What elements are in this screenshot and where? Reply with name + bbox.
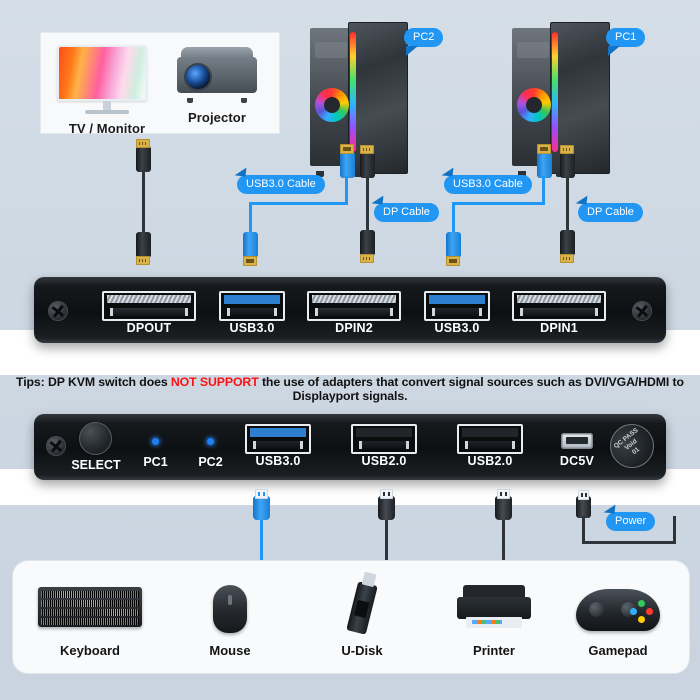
callout-tail bbox=[371, 194, 384, 205]
callout-tail bbox=[575, 194, 588, 205]
port-usb3-a[interactable]: USB3.0 bbox=[219, 291, 285, 335]
mouse-icon bbox=[165, 577, 295, 637]
pc-label-pc1: PC1 bbox=[606, 28, 646, 56]
port-label: USB2.0 bbox=[361, 454, 407, 468]
pc-label-text: PC2 bbox=[413, 31, 435, 43]
peripheral-label: Gamepad bbox=[588, 643, 648, 658]
peripheral-mouse: Mouse bbox=[165, 577, 295, 658]
tips-warning: NOT SUPPORT bbox=[170, 375, 259, 389]
screw-icon bbox=[632, 301, 652, 321]
kvm-switch-top-unit: DPOUT USB3.0 DPIN2 USB3.0 DPIN1 bbox=[34, 277, 666, 343]
display-device-label: TV / Monitor bbox=[68, 121, 146, 136]
pc-label-pc2: PC2 bbox=[404, 28, 444, 56]
pc-tower-pc2 bbox=[310, 22, 408, 177]
display-device-label: Projector bbox=[188, 110, 246, 125]
port-usb2-b[interactable]: USB2.0 bbox=[457, 424, 523, 468]
callout-label: DP Cable bbox=[587, 206, 634, 218]
qc-pass-seal: QC PASS Void 01 bbox=[601, 415, 663, 477]
peripheral-label: Keyboard bbox=[60, 643, 120, 658]
peripheral-label: U-Disk bbox=[341, 643, 383, 658]
projector-icon bbox=[175, 47, 259, 103]
port-label: USB2.0 bbox=[467, 454, 513, 468]
callout-power: Power bbox=[603, 503, 656, 531]
port-usb3-b[interactable]: USB3.0 bbox=[424, 291, 490, 335]
usb-flash-drive-icon bbox=[297, 577, 427, 637]
peripheral-u-disk: U-Disk bbox=[297, 577, 427, 658]
peripheral-printer: Printer bbox=[429, 577, 559, 658]
peripheral-label: Mouse bbox=[209, 643, 251, 658]
callout-tail bbox=[406, 46, 418, 56]
display-device-monitor: TV / Monitor bbox=[57, 45, 157, 136]
keyboard-icon bbox=[25, 577, 155, 637]
monitor-icon bbox=[57, 45, 157, 114]
callout-tail bbox=[234, 166, 247, 177]
callout-usb3-cable-pc2: USB3.0 Cable bbox=[234, 166, 325, 194]
port-dpin1[interactable]: DPIN1 bbox=[512, 291, 606, 335]
port-usb3-bottom[interactable]: USB3.0 bbox=[245, 424, 311, 468]
gamepad-icon bbox=[553, 577, 683, 637]
port-label: USB3.0 bbox=[255, 454, 301, 468]
callout-label: DP Cable bbox=[383, 206, 430, 218]
peripheral-keyboard: Keyboard bbox=[25, 577, 155, 658]
led-label: PC1 bbox=[143, 455, 168, 469]
display-device-projector: Projector bbox=[169, 47, 265, 125]
callout-dp-cable-pc1: DP Cable bbox=[575, 194, 643, 222]
screw-icon bbox=[46, 436, 66, 456]
tips-suffix: the use of adapters that convert signal … bbox=[258, 375, 684, 403]
port-usb2-a[interactable]: USB2.0 bbox=[351, 424, 417, 468]
select-button[interactable] bbox=[79, 422, 112, 455]
port-dpin2[interactable]: DPIN2 bbox=[307, 291, 401, 335]
callout-label: USB3.0 Cable bbox=[453, 178, 523, 190]
port-label: USB3.0 bbox=[434, 321, 480, 335]
peripheral-label: Printer bbox=[473, 643, 515, 658]
callout-tail bbox=[603, 503, 616, 514]
port-label: DPIN1 bbox=[540, 321, 578, 335]
callout-tail bbox=[441, 166, 454, 177]
pc-label-text: PC1 bbox=[615, 31, 637, 43]
screw-icon bbox=[48, 301, 68, 321]
port-label: DPOUT bbox=[126, 321, 172, 335]
kvm-switch-bottom-unit: SELECT PC1 PC2 USB3.0 USB2.0 USB2.0 DC5V… bbox=[34, 414, 666, 480]
port-label: USB3.0 bbox=[229, 321, 275, 335]
tips-prefix: Tips: DP KVM switch does bbox=[16, 375, 171, 389]
callout-label: Power bbox=[615, 515, 647, 527]
tips-note: Tips: DP KVM switch does NOT SUPPORT the… bbox=[8, 375, 692, 403]
select-button-label: SELECT bbox=[71, 458, 121, 472]
printer-icon bbox=[429, 577, 559, 637]
callout-dp-cable-pc2: DP Cable bbox=[371, 194, 439, 222]
display-devices-box: TV / Monitor Projector bbox=[40, 32, 280, 136]
port-label: DPIN2 bbox=[335, 321, 373, 335]
peripheral-gamepad: Gamepad bbox=[553, 577, 683, 658]
led-label: PC2 bbox=[198, 455, 223, 469]
callout-usb3-cable-pc1: USB3.0 Cable bbox=[441, 166, 532, 194]
port-dpout[interactable]: DPOUT bbox=[102, 291, 196, 335]
port-label: DC5V bbox=[559, 454, 595, 468]
peripherals-box: Keyboard Mouse U-Disk Printer bbox=[12, 560, 690, 674]
micro-usb-icon bbox=[561, 433, 593, 449]
callout-tail bbox=[608, 46, 620, 56]
callout-label: USB3.0 Cable bbox=[246, 178, 316, 190]
